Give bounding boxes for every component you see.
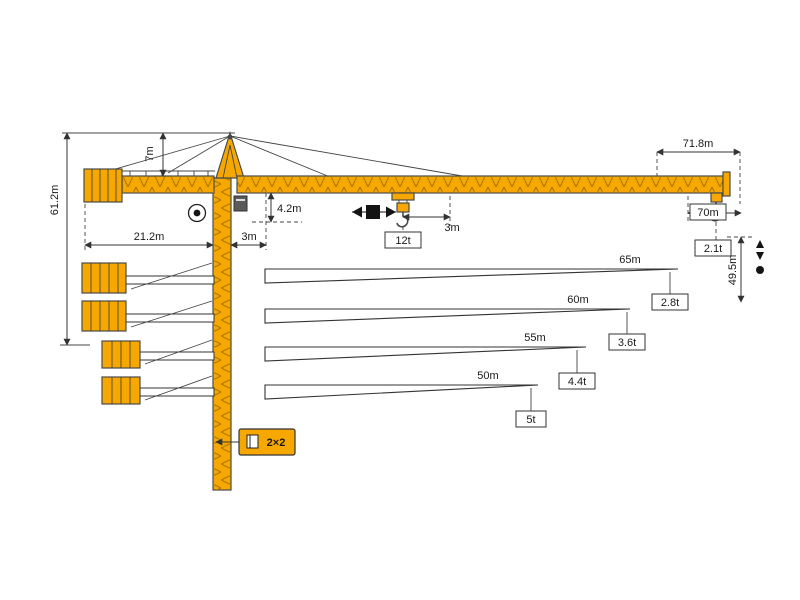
label-jib-section-height: 4.2m [277,203,301,215]
hook-icon [396,212,409,228]
label-counter-jib-length: 21.2m [134,231,165,243]
label-max-radius: 71.8m [683,138,714,150]
label-jib-option-length: 60m [567,294,588,306]
dim-max-radius: 71.8m [656,138,741,204]
counter-jib [121,170,215,194]
dim-jib-section-height: 4.2m [252,192,302,223]
mast-section-tag: 2×2 [215,428,296,456]
label-jib-root-offset: 3m [241,231,256,243]
tip-capacity-tag: 2.1t [694,222,732,257]
ballast-unit-4 [101,375,215,405]
jib-option-60m: 60m 3.6t [264,294,646,351]
slewing-icon [187,203,207,223]
jib-option-65m: 65m 2.8t [264,254,689,311]
dim-jib-root-offset: 3m [230,193,267,250]
label-jib-option-capacity: 4.4t [568,376,586,388]
label-trolley-offset: 3m [444,222,459,234]
label-jib-option-length: 50m [477,370,498,382]
label-jib-option-length: 55m [524,332,545,344]
label-jib-option-capacity: 3.6t [618,337,636,349]
label-jib-option-capacity: 2.8t [661,297,679,309]
pendant-ropes [111,135,469,178]
mast-section-icon [246,434,259,449]
jib-option-55m: 55m 4.4t [264,332,596,390]
trolley-and-hook [391,192,415,228]
dim-head-height: 7m [144,132,170,177]
ballast-unit-3 [101,339,215,369]
main-jib [236,171,731,197]
dim-trolley-offset: 3m [402,196,460,234]
tower-mast [212,177,232,491]
ballast-unit-1 [81,262,215,294]
dim-tip-radius: 70m [687,196,742,222]
apex-pulley-icon [227,134,233,140]
counterweight-block [83,168,123,203]
ballast-unit-2 [81,300,215,332]
label-head-height: 7m [144,146,156,161]
label-total-height: 61.2m [49,185,61,216]
jib-option-50m: 50m 5t [264,370,547,428]
label-jib-option-capacity: 5t [526,414,535,426]
jib-tip-post [722,171,731,197]
tower-head [215,130,245,179]
dim-counter-jib: 21.2m [84,204,214,250]
label-tip-radius: 70m [697,207,718,219]
hoisting-icon [756,240,764,274]
label-tip-capacity: 2.1t [704,243,722,255]
dim-total-height: 61.2m [49,132,235,346]
max-capacity-tag: 12t [384,226,422,249]
operator-cab [233,195,248,212]
dim-hook-height: 49.5m [727,236,753,303]
label-mast-section: 2×2 [267,437,286,449]
label-max-capacity: 12t [395,235,410,247]
label-jib-option-length: 65m [619,254,640,266]
trolley-travel-icon [352,205,396,219]
label-hook-height: 49.5m [727,255,739,286]
